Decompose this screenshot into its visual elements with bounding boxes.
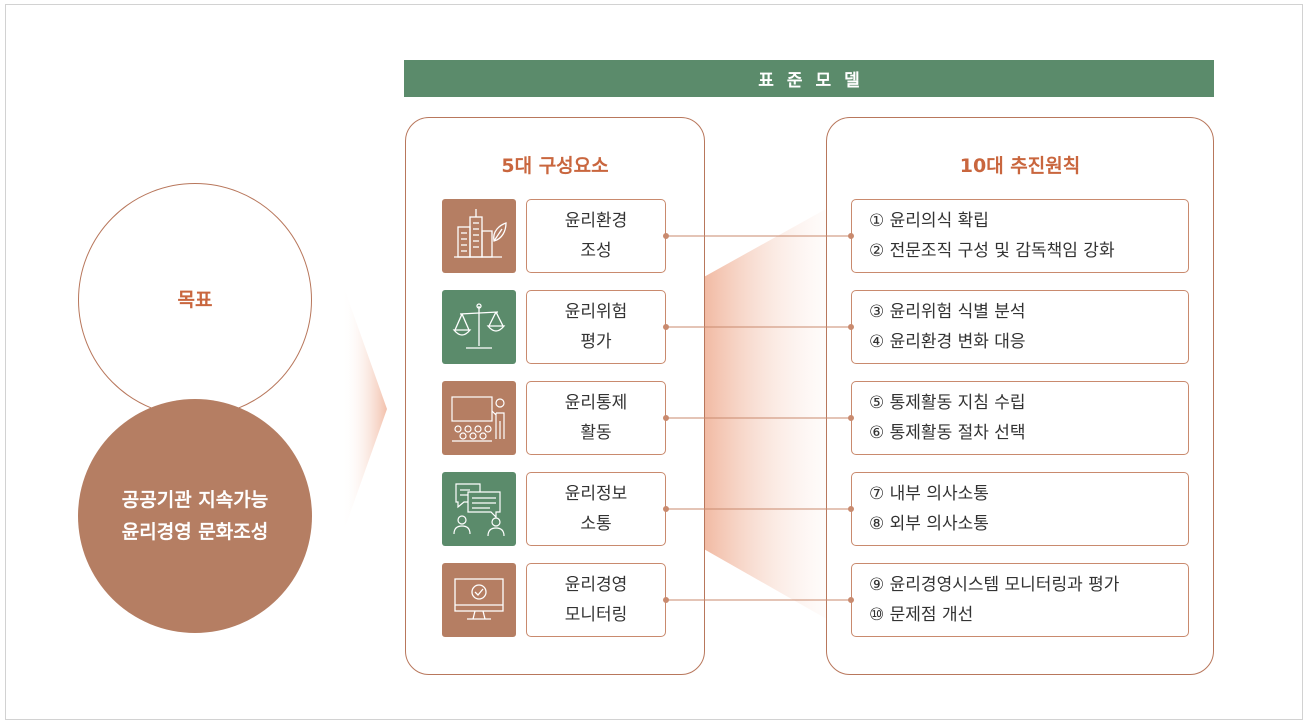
diagram-frame — [5, 4, 1303, 720]
component-ethics-control: 윤리통제 활동 — [526, 381, 666, 455]
principle-item: ④ 윤리환경 변화 대응 — [869, 332, 1026, 352]
principle-item: ⑤ 통제활동 지침 수립 — [869, 393, 1026, 413]
principle-item: ⑩ 문제점 개선 — [869, 605, 974, 625]
goal-circle — [78, 183, 312, 417]
component-label: 윤리통제 활동 — [564, 393, 628, 443]
component-label: 윤리정보 소통 — [564, 484, 628, 534]
principle-item: ② 전문조직 구성 및 감독책임 강화 — [869, 241, 1115, 261]
component-label: 윤리환경 조성 — [564, 211, 628, 261]
arrow-fan-right — [702, 190, 860, 638]
component-ethics-environment: 윤리환경 조성 — [526, 199, 666, 273]
goal-statement-circle: 공공기관 지속가능 윤리경영 문화조성 — [78, 399, 312, 633]
scales-icon — [442, 290, 516, 364]
component-ethics-monitoring: 윤리경영 모니터링 — [526, 563, 666, 637]
principles-title: 10대 추진원칙 — [959, 155, 1081, 177]
principles-group-1: ① 윤리의식 확립 ② 전문조직 구성 및 감독책임 강화 — [851, 199, 1189, 273]
principle-item: ③ 윤리위험 식별 분석 — [869, 302, 1026, 322]
principle-item: ① 윤리의식 확립 — [869, 211, 989, 231]
monitor-check-icon — [442, 563, 516, 637]
components-title: 5대 구성요소 — [501, 155, 609, 177]
principle-item: ⑧ 외부 의사소통 — [869, 514, 989, 534]
principles-group-2: ③ 윤리위험 식별 분석 ④ 윤리환경 변화 대응 — [851, 290, 1189, 364]
standard-model-banner: 표준모델 — [404, 60, 1214, 97]
principles-group-3: ⑤ 통제활동 지침 수립 ⑥ 통제활동 절차 선택 — [851, 381, 1189, 455]
principles-group-5: ⑨ 윤리경영시스템 모니터링과 평가 ⑩ 문제점 개선 — [851, 563, 1189, 637]
principle-item: ⑥ 통제활동 절차 선택 — [869, 423, 1026, 443]
principle-item: ⑦ 내부 의사소통 — [869, 484, 989, 504]
buildings-leaf-icon — [442, 199, 516, 273]
arrow-fan-left — [342, 282, 387, 536]
component-label: 윤리위험 평가 — [564, 302, 628, 352]
goal-label: 목표 — [177, 289, 213, 311]
component-ethics-communication: 윤리정보 소통 — [526, 472, 666, 546]
principles-group-4: ⑦ 내부 의사소통 ⑧ 외부 의사소통 — [851, 472, 1189, 546]
component-label: 윤리경영 모니터링 — [564, 575, 628, 625]
principle-item: ⑨ 윤리경영시스템 모니터링과 평가 — [869, 575, 1120, 595]
component-ethics-risk: 윤리위험 평가 — [526, 290, 666, 364]
chat-people-icon — [442, 472, 516, 546]
presentation-icon — [442, 381, 516, 455]
goal-statement: 공공기관 지속가능 윤리경영 문화조성 — [121, 489, 269, 543]
